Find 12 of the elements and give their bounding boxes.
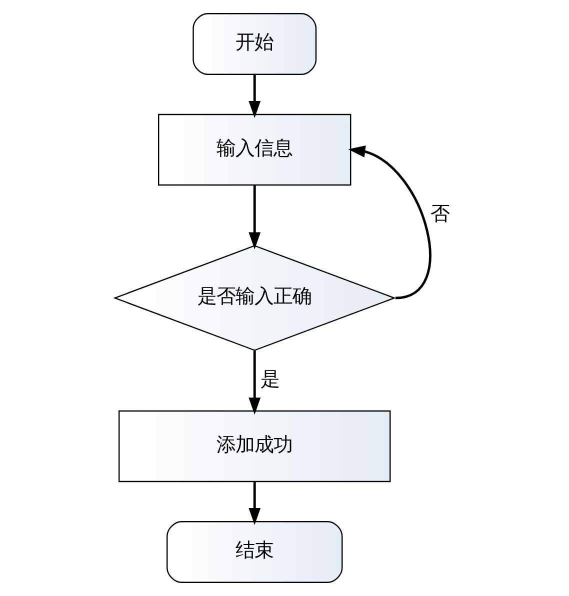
arrow (348, 146, 431, 300)
node-diamond: 是否输入正确 (112, 245, 396, 351)
edge-label: 否 (430, 202, 449, 225)
arrow (248, 74, 260, 118)
edge-label: 是 (260, 367, 279, 390)
arrow (248, 482, 260, 526)
arrow (248, 350, 260, 415)
node-box: 开始 (192, 13, 316, 75)
node-box: 输入信息 (158, 114, 351, 186)
arrow (248, 185, 260, 250)
node-box: 结束 (166, 521, 342, 583)
node-box: 添加成功 (118, 410, 390, 482)
